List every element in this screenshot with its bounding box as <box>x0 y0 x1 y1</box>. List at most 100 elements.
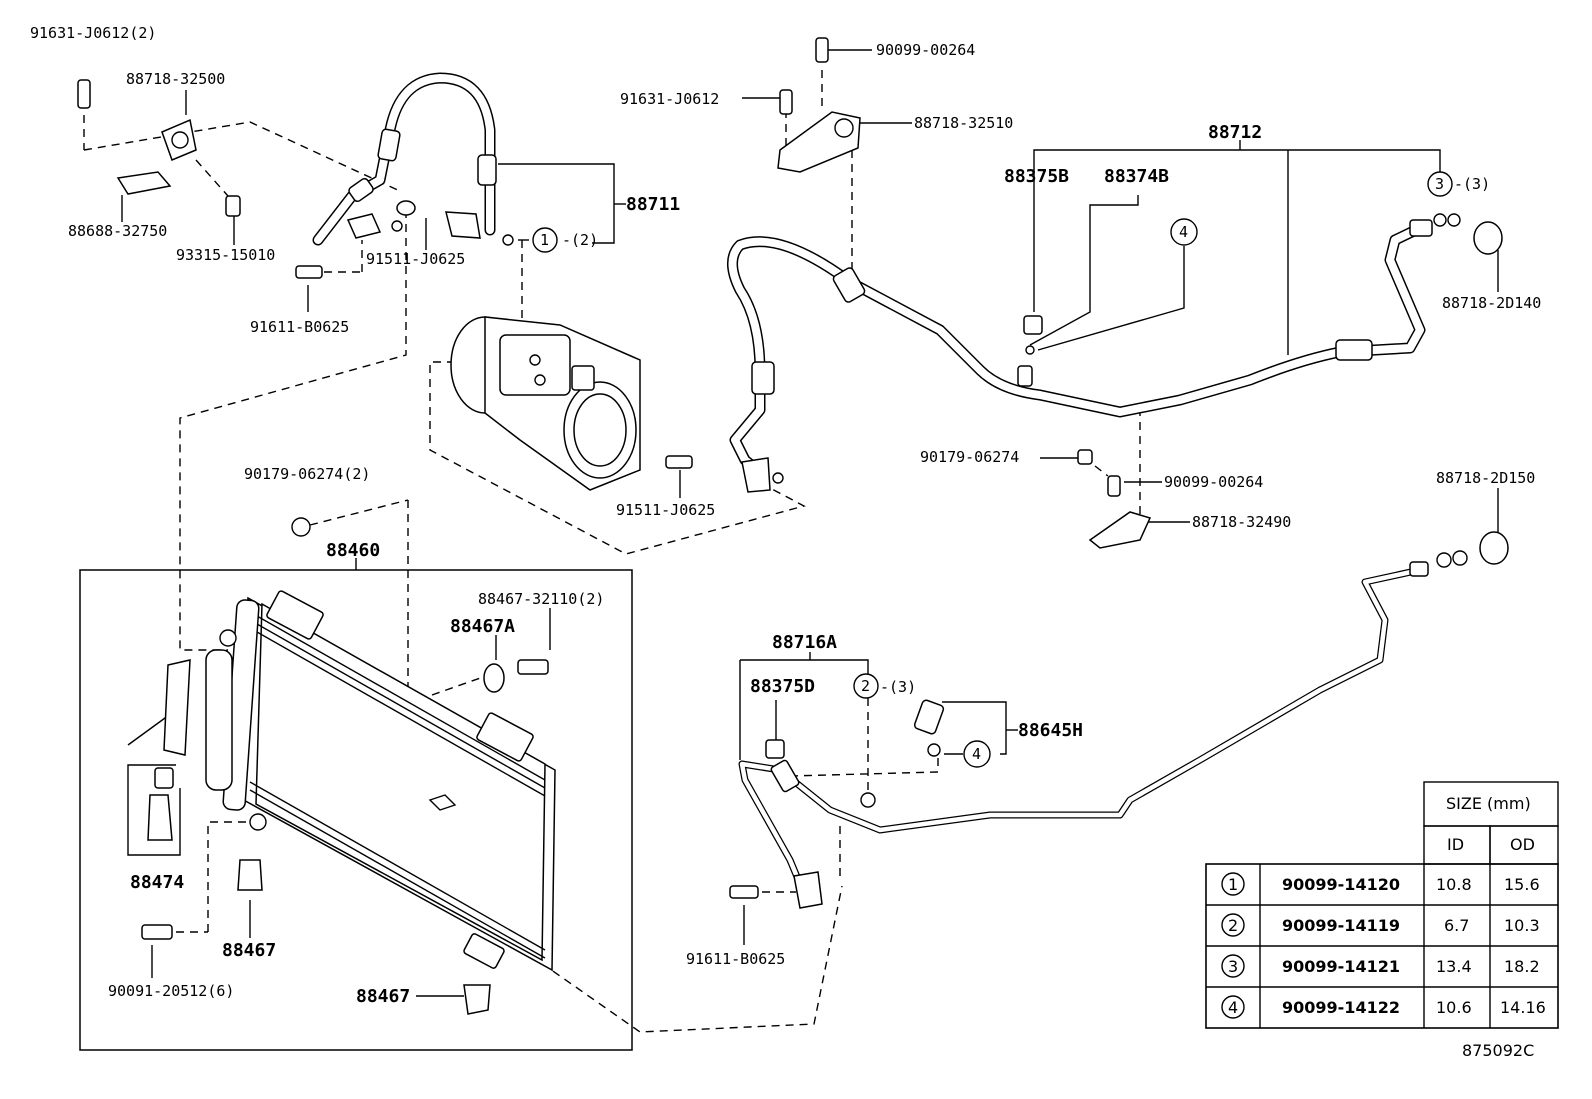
row-part: 90099-14121 <box>1282 957 1400 976</box>
label-90091-20512-6: 90091-20512(6) <box>108 982 234 1000</box>
hose-collar <box>377 128 401 162</box>
hose-flange <box>741 457 771 493</box>
label-88460: 88460 <box>326 540 380 561</box>
row-ref: 1 <box>1228 875 1238 894</box>
drier-cap <box>154 767 174 789</box>
label-93315-15010: 93315-15010 <box>176 246 275 264</box>
service-valve <box>770 759 800 793</box>
tube-fitting <box>1409 561 1429 577</box>
label-91631-j0612-2: 91631-J0612(2) <box>30 24 156 42</box>
row-part: 90099-14122 <box>1282 998 1400 1017</box>
label-88718-2d150: 88718-2D150 <box>1436 469 1535 487</box>
hose-fitting <box>1409 219 1433 237</box>
label-90179-06274: 90179-06274 <box>920 448 1019 466</box>
bolt-91611-b0625 <box>295 265 323 279</box>
label-90179-06274-2: 90179-06274(2) <box>244 465 370 483</box>
bolt-90099-00264 <box>815 37 829 63</box>
label-88467-a: 88467 <box>222 940 276 961</box>
label-88467-b: 88467 <box>356 986 410 1007</box>
callout-4-bottom: 4 <box>963 740 991 768</box>
callout-2: 2 <box>853 673 879 699</box>
condenser-side-plate <box>163 659 191 756</box>
cushion-88467 <box>463 984 491 1015</box>
svg-text:2: 2 <box>861 677 870 695</box>
svg-text:4: 4 <box>1179 223 1188 241</box>
label-88467-32110-2: 88467-32110(2) <box>478 590 604 608</box>
bolt-91511-j0625 <box>396 200 416 216</box>
callouts: 1 3 4 2 4 <box>532 171 1453 768</box>
hoses <box>312 72 1433 888</box>
receiver-tank <box>205 649 233 791</box>
label-88718-2d140: 88718-2D140 <box>1442 294 1541 312</box>
row-ref: 4 <box>1228 998 1238 1017</box>
label-90099-00264-a: 90099-00264 <box>876 41 975 59</box>
row-id: 13.4 <box>1436 957 1472 976</box>
size-table-col-id: ID <box>1447 835 1464 854</box>
hose-collar <box>1335 339 1373 361</box>
label-88374b: 88374B <box>1104 166 1169 187</box>
label-90099-00264-b: 90099-00264 <box>1164 473 1263 491</box>
bolt-91611-b0625 <box>729 885 759 899</box>
clamp-88718-32490 <box>1088 511 1152 549</box>
hose-collar <box>477 154 497 186</box>
label-88467a: 88467A <box>450 616 515 637</box>
service-valve <box>1017 365 1033 387</box>
size-table-row: 3 90099-14121 13.4 18.2 <box>1221 954 1540 978</box>
label-88711-ring-qty: -(2) <box>562 231 598 249</box>
label-91511-j0625-b: 91511-J0625 <box>616 501 715 519</box>
bolt-93315-15010 <box>225 195 241 217</box>
row-part: 90099-14119 <box>1282 916 1400 935</box>
callout-4-top: 4 <box>1170 218 1198 246</box>
row-ref: 3 <box>1228 957 1238 976</box>
bolt-91511-j0625 <box>665 455 693 469</box>
row-od: 15.6 <box>1504 875 1540 894</box>
svg-text:3: 3 <box>1435 175 1444 193</box>
hose-collar <box>832 267 866 303</box>
hose-flange <box>346 213 382 239</box>
row-od: 14.16 <box>1500 998 1546 1017</box>
bolt-88467-32110 <box>517 659 549 675</box>
hose-collar <box>348 177 374 203</box>
svg-text:4: 4 <box>972 745 981 763</box>
ac-compressor <box>450 316 641 491</box>
bolt-91631-j0612 <box>779 89 793 115</box>
row-id: 10.8 <box>1436 875 1472 894</box>
label-88375d: 88375D <box>750 676 815 697</box>
label-88718-32510: 88718-32510 <box>914 114 1013 132</box>
condenser <box>205 590 556 972</box>
cushion-88688-32750 <box>116 171 172 195</box>
callout-3: 3 <box>1427 171 1453 197</box>
label-88716a: 88716A <box>772 632 837 653</box>
callout-1: 1 <box>532 227 558 253</box>
diagram-id: 875092C <box>1462 1041 1534 1060</box>
size-table-row: 1 90099-14120 10.8 15.6 <box>1221 872 1540 896</box>
drier-plug <box>147 794 173 841</box>
row-od: 18.2 <box>1504 957 1540 976</box>
label-91611-b0625-a: 91611-B0625 <box>250 318 349 336</box>
row-ref: 2 <box>1228 916 1238 935</box>
label-88711: 88711 <box>626 194 680 215</box>
part-labels: 91631-J0612(2) 88718-32500 88688-32750 9… <box>30 24 1541 1007</box>
label-88688-32750: 88688-32750 <box>68 222 167 240</box>
row-id: 10.6 <box>1436 998 1472 1017</box>
size-table-col-od: OD <box>1510 835 1535 854</box>
cushion-88467a <box>483 663 505 693</box>
label-88718-32500: 88718-32500 <box>126 70 225 88</box>
size-table-row: 2 90099-14119 6.7 10.3 <box>1221 913 1540 937</box>
valve-core-88375d <box>765 739 785 759</box>
nut-90179-06274 <box>291 517 311 537</box>
size-table-row: 4 90099-14122 10.6 14.16 <box>1221 995 1546 1019</box>
valve-core-88375b <box>1023 315 1043 335</box>
label-88718-32490: 88718-32490 <box>1192 513 1291 531</box>
cap-88718-2d140 <box>1473 221 1503 255</box>
label-88375b: 88375B <box>1004 166 1069 187</box>
label-88474: 88474 <box>130 872 184 893</box>
cap-88718-2d150 <box>1479 531 1509 565</box>
label-88712: 88712 <box>1208 122 1262 143</box>
hose-flange <box>445 211 481 239</box>
size-table-header: SIZE (mm) <box>1446 794 1531 813</box>
label-91631-j0612: 91631-J0612 <box>620 90 719 108</box>
components <box>77 37 1509 1051</box>
label-88716-ring-qty: -(3) <box>880 678 916 696</box>
